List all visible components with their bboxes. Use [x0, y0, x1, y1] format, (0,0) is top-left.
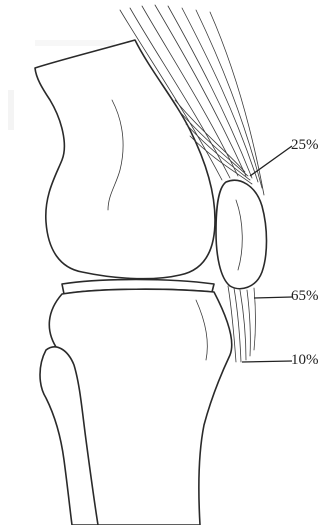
patella — [216, 180, 267, 288]
label-upper-percentage: 25% — [291, 138, 319, 153]
leader-line-upper — [250, 146, 292, 176]
patellar-ligament — [228, 286, 256, 362]
label-middle-percentage: 65% — [291, 289, 319, 304]
leader-line-lower — [242, 361, 292, 362]
label-lower-percentage: 10% — [291, 353, 319, 368]
femur — [35, 40, 215, 279]
leader-line-middle — [254, 297, 292, 298]
